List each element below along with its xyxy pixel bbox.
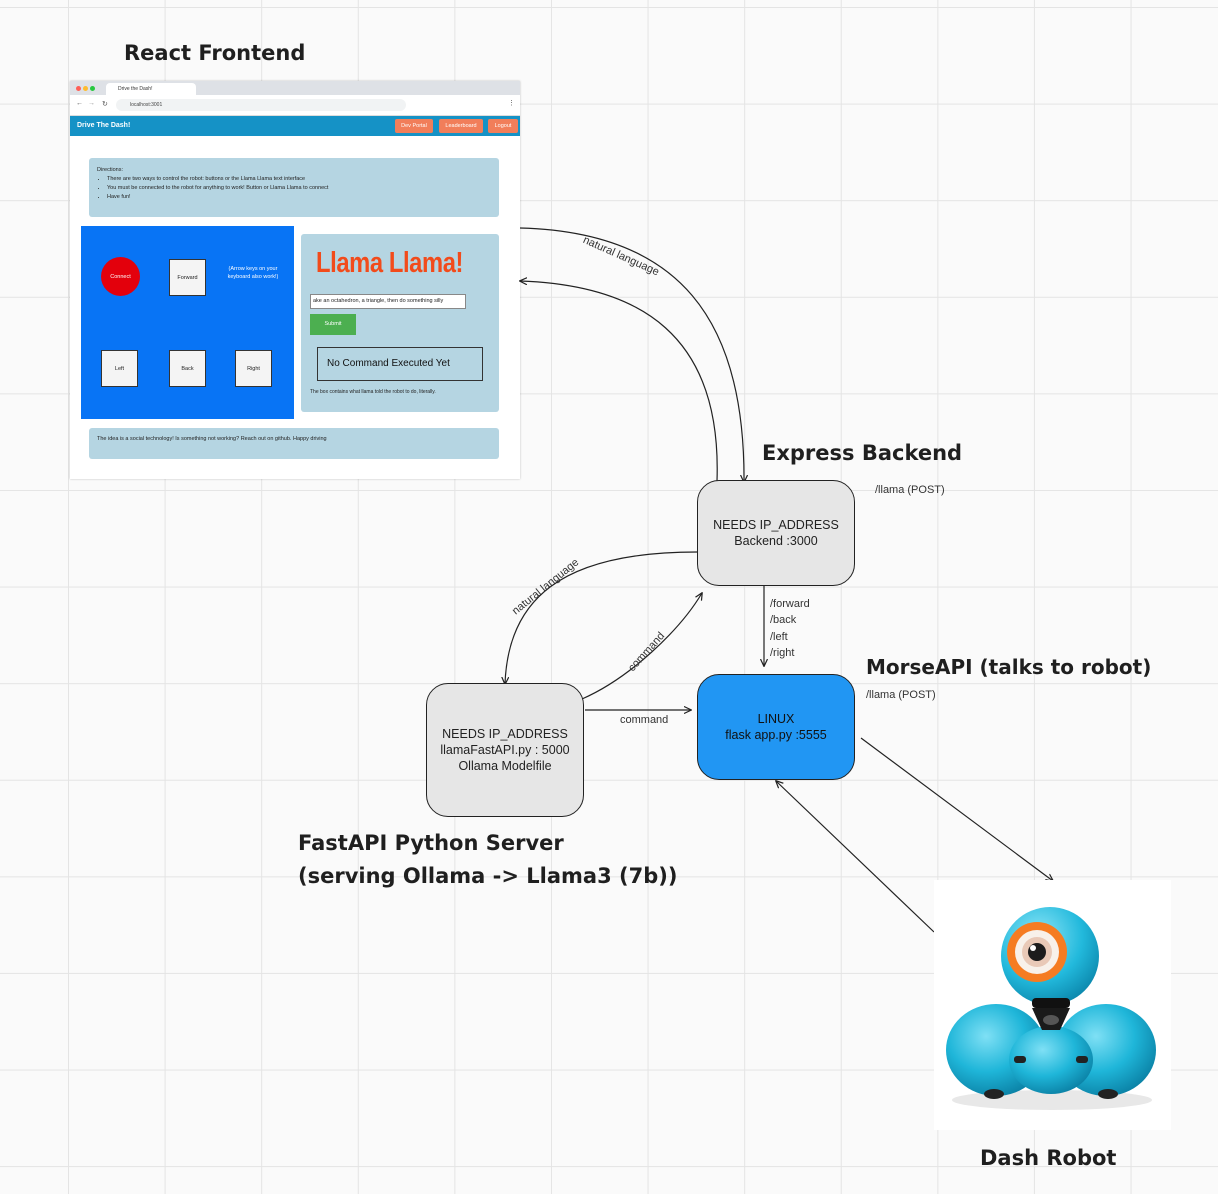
direction-item: Have fun! bbox=[107, 193, 499, 202]
browser-tab-bar: Drive the Dash! bbox=[70, 81, 520, 95]
express-side-label: /llama (POST) bbox=[875, 484, 945, 496]
react-frontend-screenshot: Drive the Dash! ← → ↻ localhost:3001 ⋮ D… bbox=[70, 81, 520, 479]
menu-icon[interactable]: ⋮ bbox=[508, 100, 515, 107]
fastapi-heading-line2: (serving Ollama -> Llama3 (7b)) bbox=[298, 864, 678, 888]
direction-item: You must be connected to the robot for a… bbox=[107, 184, 499, 193]
reload-icon[interactable]: ↻ bbox=[102, 101, 108, 108]
browser-tab[interactable]: Drive the Dash! bbox=[106, 83, 196, 95]
forward-button[interactable]: Forward bbox=[169, 259, 206, 296]
fastapi-node-line1: NEEDS IP_ADDRESS bbox=[442, 727, 568, 741]
app-navbar: Drive The Dash! Dev Portal Leaderboard L… bbox=[70, 116, 520, 136]
submit-button[interactable]: Submit bbox=[310, 314, 356, 335]
express-node-line1: NEEDS IP_ADDRESS bbox=[713, 518, 839, 532]
route-right: /right bbox=[770, 646, 795, 659]
fastapi-node-line3: Ollama Modelfile bbox=[458, 759, 552, 773]
forward-arrow-icon[interactable]: → bbox=[88, 100, 95, 107]
directions-title: Directions: bbox=[97, 167, 123, 173]
llama-llama-title: Llama Llama! bbox=[316, 247, 464, 279]
minimize-dot-icon bbox=[83, 86, 88, 91]
edge-robot-to-morse bbox=[776, 781, 935, 933]
route-forward: /forward bbox=[770, 598, 810, 610]
fastapi-node-line2: llamaFastAPI.py : 5000 bbox=[440, 743, 570, 757]
route-back: /back bbox=[770, 614, 797, 627]
edge-morse-to-robot bbox=[860, 737, 1053, 881]
robot-illustration bbox=[946, 907, 1156, 1110]
route-left: /left bbox=[770, 630, 788, 643]
fastapi-heading-line1: FastAPI Python Server bbox=[298, 831, 564, 855]
logout-button[interactable]: Logout bbox=[488, 119, 518, 133]
maximize-dot-icon bbox=[90, 86, 95, 91]
directions-panel: Directions: There are two ways to contro… bbox=[89, 158, 499, 217]
morse-node-line2: flask app.py :5555 bbox=[725, 728, 827, 742]
label-fastapi-to-morse: command bbox=[620, 714, 669, 726]
back-arrow-icon[interactable]: ← bbox=[76, 100, 83, 107]
leaderboard-button[interactable]: Leaderboard bbox=[439, 119, 483, 133]
back-button[interactable]: Back bbox=[169, 350, 206, 387]
dash-robot-image bbox=[934, 880, 1171, 1130]
morse-side-label: /llama (POST) bbox=[866, 689, 936, 701]
fastapi-node[interactable]: NEEDS IP_ADDRESS llamaFastAPI.py : 5000 … bbox=[426, 683, 584, 817]
result-caption: The box contains what llama told the rob… bbox=[310, 389, 436, 395]
left-button[interactable]: Left bbox=[101, 350, 138, 387]
footer-text: The idea is a social technology! Is some… bbox=[97, 436, 327, 442]
route-list: /forward /back /left /right bbox=[770, 596, 810, 661]
react-frontend-heading: React Frontend bbox=[124, 41, 306, 65]
express-backend-node[interactable]: NEEDS IP_ADDRESS Backend :3000 bbox=[697, 480, 855, 586]
morseapi-heading: MorseAPI (talks to robot) bbox=[866, 655, 1152, 679]
express-node-line2: Backend :3000 bbox=[734, 534, 818, 548]
command-result-box: No Command Executed Yet bbox=[317, 347, 483, 381]
edge-express-to-react bbox=[520, 281, 718, 482]
express-backend-heading: Express Backend bbox=[762, 441, 963, 465]
connect-button[interactable]: Connect bbox=[101, 257, 140, 296]
command-input[interactable]: ake an octahedron, a triangle, then do s… bbox=[310, 294, 466, 309]
dash-robot-heading: Dash Robot bbox=[980, 1146, 1117, 1170]
right-button[interactable]: Right bbox=[235, 350, 272, 387]
dev-portal-button[interactable]: Dev Portal bbox=[395, 119, 433, 133]
edge-express-to-fastapi bbox=[505, 551, 698, 684]
edge-fastapi-to-express bbox=[581, 593, 702, 700]
browser-toolbar: ← → ↻ localhost:3001 ⋮ bbox=[70, 95, 520, 116]
direction-item: There are two ways to control the robot:… bbox=[107, 175, 499, 184]
url-bar[interactable]: localhost:3001 bbox=[116, 99, 406, 111]
edge-react-to-express bbox=[519, 227, 744, 482]
footer-panel: The idea is a social technology! Is some… bbox=[89, 428, 499, 459]
morseapi-node[interactable]: LINUX flask app.py :5555 bbox=[697, 674, 855, 780]
morse-node-line1: LINUX bbox=[757, 712, 795, 726]
close-dot-icon bbox=[76, 86, 81, 91]
arrow-keys-hint: (Arrow keys on your keyboard also work!) bbox=[227, 266, 279, 280]
app-title: Drive The Dash! bbox=[77, 122, 131, 129]
